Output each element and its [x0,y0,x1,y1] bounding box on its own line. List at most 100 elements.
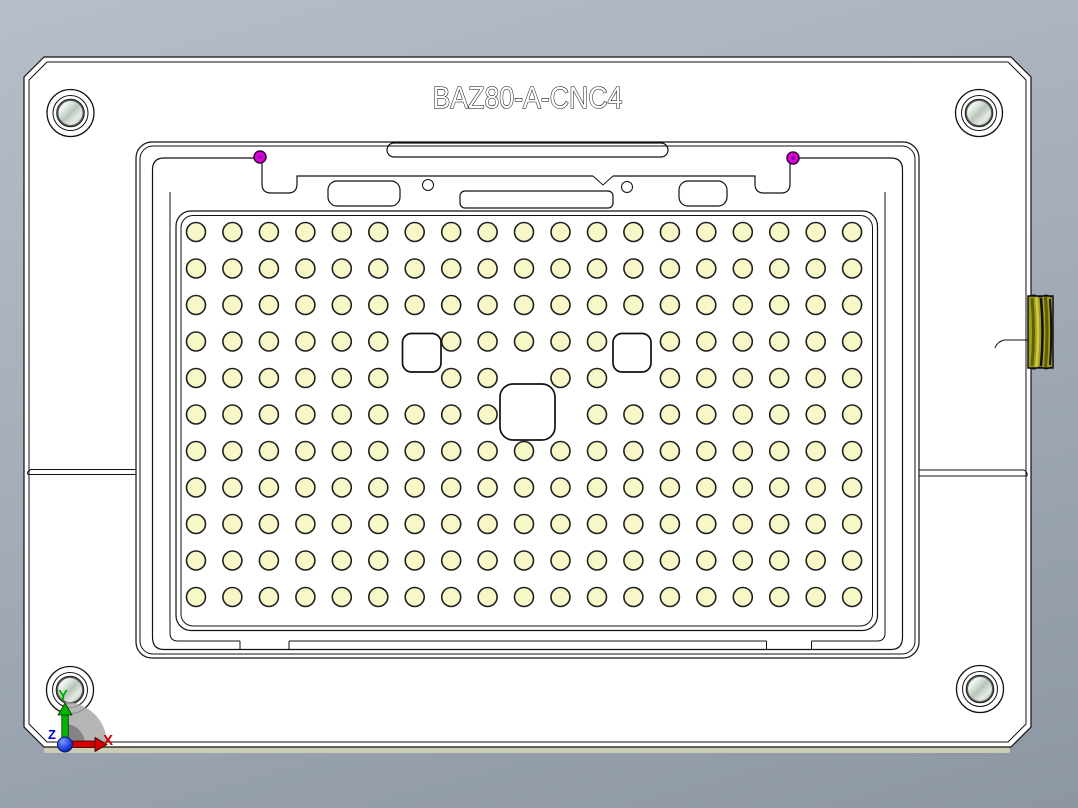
hole[interactable] [623,440,644,462]
hole[interactable] [513,258,535,279]
hole[interactable] [477,550,498,571]
hole[interactable] [477,221,498,243]
hole[interactable] [258,586,280,608]
hole[interactable] [295,294,316,316]
hole[interactable] [404,258,426,279]
hole[interactable] [185,404,207,425]
hole[interactable] [732,404,754,425]
hole[interactable] [295,331,316,352]
hole[interactable] [768,404,790,425]
hole[interactable] [331,586,353,608]
hole[interactable] [841,367,863,389]
hole[interactable] [550,477,571,498]
hole[interactable] [623,586,644,608]
hole[interactable] [367,550,389,571]
hole[interactable] [768,550,790,571]
hole[interactable] [768,513,790,535]
hole[interactable] [404,550,426,571]
hole[interactable] [367,477,389,498]
hole[interactable] [732,550,754,571]
hole[interactable] [623,294,644,316]
hole[interactable] [695,367,717,389]
hole[interactable] [477,477,498,498]
hole[interactable] [695,331,717,352]
hole[interactable] [222,258,243,279]
hole[interactable] [550,294,571,316]
hole[interactable] [258,404,280,425]
hole[interactable] [222,477,243,498]
hole[interactable] [659,513,681,535]
hole[interactable] [295,221,316,243]
hole[interactable] [295,404,316,425]
hole[interactable] [331,294,353,316]
hole[interactable] [768,331,790,352]
hole[interactable] [440,404,462,425]
hole[interactable] [659,221,681,243]
hole[interactable] [367,258,389,279]
hole[interactable] [841,550,863,571]
hole[interactable] [550,513,571,535]
corner-bolt[interactable] [955,664,1005,714]
hole[interactable] [258,513,280,535]
hole[interactable] [513,477,535,498]
hole[interactable] [586,550,608,571]
hole[interactable] [768,367,790,389]
hole[interactable] [222,513,243,535]
hole[interactable] [222,331,243,352]
hole[interactable] [258,294,280,316]
hole[interactable] [367,221,389,243]
hole[interactable] [805,367,827,389]
hole[interactable] [550,440,571,462]
hole[interactable] [768,258,790,279]
hole[interactable] [550,550,571,571]
hole[interactable] [258,221,280,243]
alignment-dot-layer[interactable] [253,150,800,165]
hole[interactable] [659,477,681,498]
hole[interactable] [477,440,498,462]
hole[interactable] [440,221,462,243]
hole[interactable] [841,586,863,608]
hole[interactable] [623,513,644,535]
cutout-layer[interactable] [401,332,652,441]
hole[interactable] [513,440,535,462]
hole[interactable] [732,440,754,462]
hole[interactable] [623,550,644,571]
hole[interactable] [841,258,863,279]
hole[interactable] [367,367,389,389]
hole[interactable] [440,367,462,389]
hole[interactable] [586,331,608,352]
hole[interactable] [659,294,681,316]
hole[interactable] [841,294,863,316]
hole[interactable] [440,258,462,279]
hole[interactable] [295,477,316,498]
hole[interactable] [404,440,426,462]
hole[interactable] [732,294,754,316]
hole[interactable] [331,258,353,279]
hole[interactable] [258,258,280,279]
hole[interactable] [586,404,608,425]
hole[interactable] [367,404,389,425]
hole[interactable] [367,440,389,462]
hole[interactable] [477,331,498,352]
hole[interactable] [805,440,827,462]
hole[interactable] [805,331,827,352]
hole[interactable] [404,404,426,425]
hole[interactable] [768,586,790,608]
hole[interactable] [477,586,498,608]
hole[interactable] [768,221,790,243]
hole[interactable] [586,513,608,535]
hole[interactable] [586,258,608,279]
hole[interactable] [440,331,462,352]
hole[interactable] [440,294,462,316]
hole[interactable] [659,258,681,279]
hole[interactable] [331,550,353,571]
hole[interactable] [768,440,790,462]
hole[interactable] [367,513,389,535]
hole[interactable] [404,513,426,535]
hole[interactable] [659,440,681,462]
hole[interactable] [732,221,754,243]
hole[interactable] [550,258,571,279]
hole[interactable] [550,331,571,352]
hole[interactable] [550,367,571,389]
corner-bolt[interactable] [46,88,95,138]
